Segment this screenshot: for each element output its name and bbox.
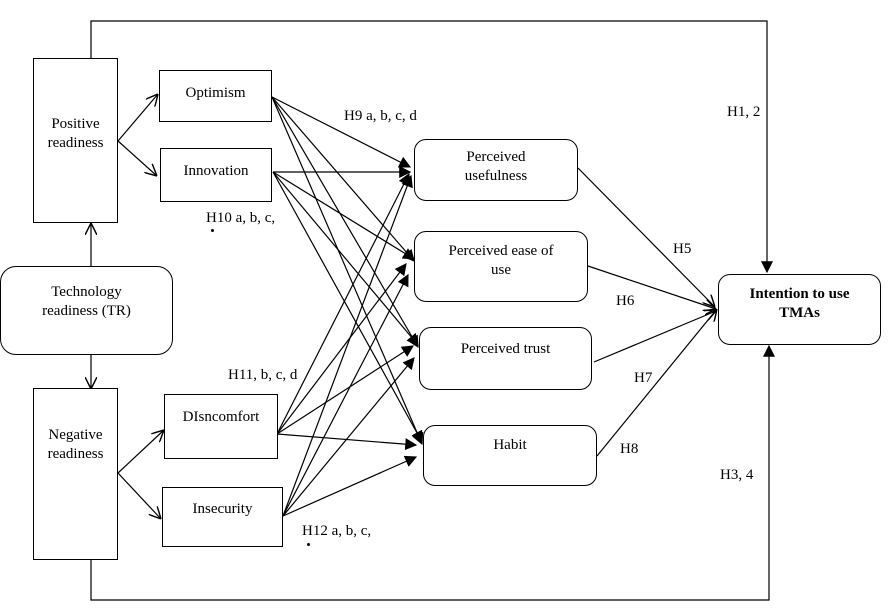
clipped-text-mark	[211, 229, 214, 232]
hypothesis-label-h9: H9 a, b, c, d	[344, 108, 417, 124]
edge-insecurity-to-perceived-usefulness	[282, 174, 413, 517]
edge-negative-readiness-to-discomfort	[117, 430, 164, 474]
positive-readiness-label: Positive readiness	[47, 116, 104, 151]
edge-discomfort-to-perceived-ease-of-use	[276, 263, 407, 435]
innovation-label: Innovation	[183, 163, 249, 179]
edge-negative-readiness-to-insecurity	[117, 472, 161, 519]
perceived-usefulness-label: Perceived usefulness	[464, 149, 528, 184]
edge-insecurity-to-perceived-trust	[282, 357, 415, 517]
insecurity-node: Insecurity	[162, 487, 283, 547]
edge-insecurity-to-habit	[282, 455, 418, 517]
edge-optimism-to-perceived-ease-of-use	[271, 96, 415, 262]
edge-optimism-to-perceived-trust	[271, 96, 419, 349]
habit-label: Habit	[493, 437, 527, 453]
perceived-trust-label: Perceived trust	[460, 341, 551, 357]
edge-innovation-to-perceived-ease-of-use	[272, 171, 416, 260]
positive-readiness-node: Positive readiness	[33, 58, 118, 223]
edge-innovation-to-habit	[272, 171, 423, 444]
edge-optimism-to-habit	[271, 96, 424, 446]
edge-discomfort-to-perceived-trust	[276, 345, 415, 435]
edge-perceived-ease-of-use-to-intention	[587, 265, 716, 309]
insecurity-label: Insecurity	[192, 501, 253, 517]
edge-positive-readiness-to-optimism	[117, 94, 158, 142]
edge-optimism-to-perceived-usefulness	[271, 96, 412, 168]
hypothesis-label-h3-4: H3, 4	[720, 467, 754, 483]
hypothesis-label-h6: H6	[616, 293, 635, 309]
intention-to-use-label: Intention to use TMAs	[749, 286, 850, 321]
edge-positive-readiness-to-innovation	[117, 140, 157, 176]
edge-positive-readiness-to-intention	[90, 20, 773, 274]
hypothesis-label-h7: H7	[634, 370, 653, 386]
edge-insecurity-to-perceived-ease-of-use	[282, 273, 409, 517]
clipped-text-mark	[307, 543, 310, 546]
discomfort-label: DIsncomfort	[182, 409, 260, 425]
edge-innovation-to-perceived-trust	[272, 171, 419, 346]
perceived-ease-of-use-node: Perceived ease of use	[414, 231, 588, 302]
perceived-ease-of-use-label: Perceived ease of use	[448, 243, 554, 278]
hypothesis-label-h8: H8	[620, 441, 639, 457]
intention-to-use-node: Intention to use TMAs	[718, 274, 881, 345]
innovation-node: Innovation	[160, 148, 272, 202]
technology-readiness-node: Technology readiness (TR)	[0, 266, 173, 355]
edge-habit-to-intention	[596, 309, 717, 457]
hypothesis-label-h5: H5	[673, 241, 692, 257]
perceived-trust-node: Perceived trust	[419, 327, 592, 390]
hypothesis-label-h12: H12 a, b, c,	[302, 523, 372, 539]
edge-perceived-usefulness-to-intention	[577, 167, 715, 307]
hypothesis-label-h10: H10 a, b, c,	[206, 210, 276, 226]
optimism-label: Optimism	[185, 85, 246, 101]
perceived-usefulness-node: Perceived usefulness	[414, 139, 578, 201]
edge-perceived-trust-to-intention	[593, 311, 716, 363]
negative-readiness-node: Negative readiness	[33, 388, 118, 560]
discomfort-node: DIsncomfort	[164, 394, 278, 459]
edge-negative-readiness-to-intention	[90, 344, 775, 601]
edge-discomfort-to-perceived-usefulness	[276, 172, 410, 435]
hypothesis-label-h11: H11, b, c, d	[228, 367, 298, 383]
hypothesis-label-h1-2: H1, 2	[727, 104, 761, 120]
habit-node: Habit	[423, 425, 597, 486]
optimism-node: Optimism	[159, 70, 272, 122]
negative-readiness-label: Negative readiness	[47, 427, 104, 462]
technology-readiness-label: Technology readiness (TR)	[42, 284, 131, 319]
